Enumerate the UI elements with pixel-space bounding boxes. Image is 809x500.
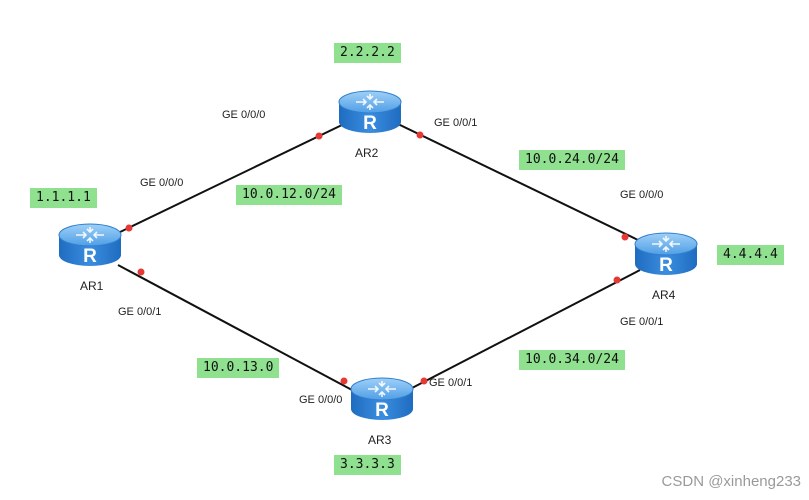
port-label-ar3-ge001: GE 0/0/1: [429, 377, 473, 389]
subnet-label-ar1-ar3: 10.0.13.0: [197, 358, 280, 378]
router-id-ar3: 3.3.3.3: [334, 455, 401, 475]
port-dot-ar2-ge000: [315, 132, 323, 140]
router-name-ar1: AR1: [80, 279, 104, 293]
link-ar1-ar2: [117, 123, 345, 234]
router-icon-ar4[interactable]: R: [634, 232, 698, 276]
port-dot-ar1-ge000: [125, 224, 133, 232]
router-icon-ar2[interactable]: R: [338, 90, 402, 134]
watermark: CSDN @xinheng233: [661, 473, 801, 490]
port-dot-ar3-ge000: [340, 377, 348, 385]
router-id-ar1: 1.1.1.1: [30, 188, 97, 208]
router-id-ar2: 2.2.2.2: [334, 43, 401, 63]
router-glyph: R: [83, 246, 97, 267]
router-glyph: R: [363, 113, 377, 134]
router-name-ar2: AR2: [355, 146, 379, 160]
port-label-ar2-ge000: GE 0/0/0: [222, 109, 266, 121]
port-dot-ar3-ge001: [420, 377, 428, 385]
router-glyph: R: [659, 255, 673, 276]
subnet-label-ar3-ar4: 10.0.34.0/24: [519, 350, 625, 370]
port-dot-ar4-ge000: [621, 233, 629, 241]
port-label-ar3-ge000: GE 0/0/0: [299, 394, 343, 406]
link-ar2-ar4: [397, 123, 639, 241]
subnet-label-ar1-ar2: 10.0.12.0/24: [236, 185, 342, 205]
router-name-ar4: AR4: [652, 288, 676, 302]
router-icon-ar1[interactable]: R: [58, 223, 122, 267]
router-icon-ar3[interactable]: R: [350, 377, 414, 421]
subnet-label-ar2-ar4: 10.0.24.0/24: [519, 150, 625, 170]
port-label-ar4-ge001: GE 0/0/1: [620, 316, 664, 328]
port-dot-ar2-ge001: [416, 131, 424, 139]
port-label-ar1-ge001: GE 0/0/1: [118, 306, 162, 318]
router-name-ar3: AR3: [368, 433, 392, 447]
port-dot-ar1-ge001: [137, 268, 145, 276]
port-dot-ar4-ge001: [613, 276, 621, 284]
router-glyph: R: [375, 400, 389, 421]
port-label-ar2-ge001: GE 0/0/1: [434, 117, 478, 129]
link-ar1-ar3: [117, 264, 353, 391]
link-ar3-ar4: [411, 269, 641, 389]
router-id-ar4: 4.4.4.4: [717, 245, 784, 265]
port-label-ar1-ge000: GE 0/0/0: [140, 177, 184, 189]
port-label-ar4-ge000: GE 0/0/0: [620, 189, 664, 201]
